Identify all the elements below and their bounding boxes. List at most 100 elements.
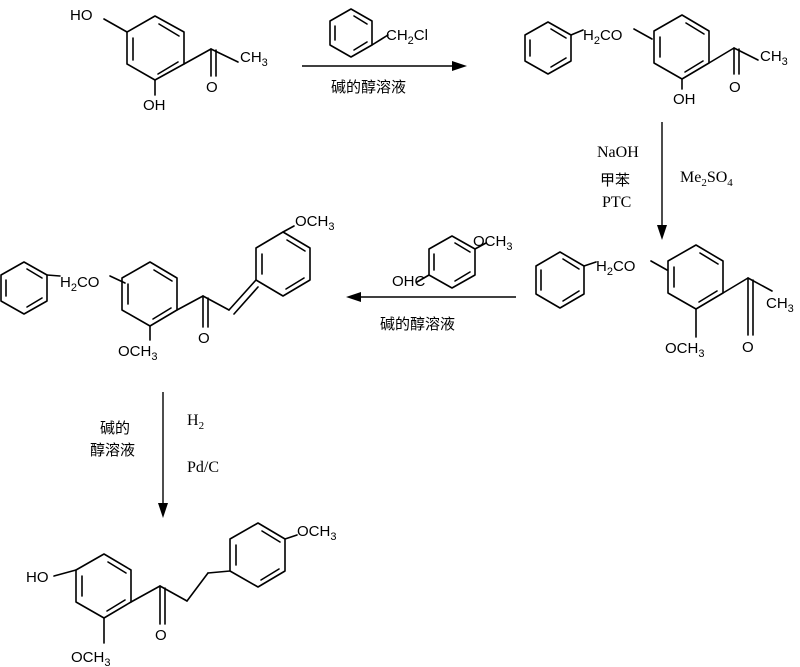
aldehyde-label: OHC: [392, 273, 426, 290]
methyl-text: CH: [766, 295, 788, 312]
bond-to-ch2: [583, 261, 597, 267]
step4-gas-subscript: 2: [199, 420, 205, 432]
hydroxyl-label: HO: [70, 7, 93, 24]
methoxy-label: OCH3: [473, 233, 512, 253]
ring-double-bond: [353, 41, 368, 51]
methoxy-label: OCH3: [71, 649, 110, 667]
benzyl-ring: [524, 21, 572, 75]
ring-double-bond: [26, 297, 43, 308]
h2co-text: H: [60, 274, 71, 291]
bond-to-carbonyl: [183, 48, 212, 65]
ring-double-bond: [261, 530, 281, 543]
hydroxyl-label: OH: [143, 97, 166, 114]
bond-to-ring: [650, 260, 668, 271]
benzyl-ring: [535, 251, 585, 309]
carbonyl-oxygen-label: O: [198, 330, 210, 347]
h2co-text: H: [596, 258, 607, 275]
step2-reagent-subscript: 2: [701, 177, 707, 189]
ring-double-bond: [698, 290, 718, 303]
alkyl-bond: [186, 572, 209, 602]
ring-double-bond: [699, 252, 719, 265]
vinyl-bond: [202, 295, 230, 311]
methoxy-subscript: 3: [104, 657, 110, 667]
vinyl-double-bond-inner: [233, 286, 259, 315]
step2-reagent-text: SO: [707, 169, 727, 186]
methoxy-text: OCH: [473, 233, 506, 250]
arrow-head: [346, 292, 361, 302]
chalcone-a-ring: [121, 261, 178, 327]
ring-double-bond: [153, 269, 173, 282]
ring-double-bond: [285, 277, 305, 290]
h2co-text: CO: [613, 258, 636, 275]
arrow-head: [452, 61, 467, 71]
methyl-label: CH3: [240, 49, 268, 69]
methoxy-text: OCH: [297, 523, 330, 540]
methoxy-label: OCH3: [297, 523, 336, 543]
ring-double-bond: [157, 61, 179, 75]
ring-double-bond: [684, 60, 704, 73]
h2co-subscript: 2: [594, 35, 600, 47]
arrow-head: [158, 503, 168, 518]
benzyl-ether-structure: [524, 14, 759, 90]
anisaldehyde-structure: [416, 235, 487, 289]
step2-reagent-subscript: 4: [727, 177, 733, 189]
methoxy-subscript: 3: [151, 351, 157, 363]
bond-to-och3: [282, 225, 295, 233]
bond-to-och3: [474, 242, 487, 250]
h2co-text: CO: [600, 27, 623, 44]
bond-to-methyl: [210, 48, 239, 63]
bond-to-methyl: [747, 277, 773, 292]
ring-double-bond: [107, 561, 127, 574]
bond-to-ch2cl: [371, 34, 389, 46]
alkyl-bond: [159, 585, 188, 602]
ring-double-bond: [685, 22, 705, 35]
resacetophenone-structure: [103, 15, 239, 96]
methyl-text: CH: [240, 49, 262, 66]
ring-double-bond: [26, 268, 43, 279]
methoxy-label: OCH3: [295, 213, 334, 233]
bond-to-ring: [633, 28, 653, 40]
bond-to-carbonyl: [708, 47, 735, 64]
h2co-text: H: [583, 27, 594, 44]
dihydrochalcone-structure: [53, 522, 298, 644]
h2co-label: H2CO: [596, 258, 635, 278]
bond-to-ch2: [570, 29, 584, 36]
step4-gas-text: H: [187, 412, 199, 429]
chalcone-b-ring: [255, 231, 311, 297]
ch2cl-label: CH2Cl: [386, 27, 428, 47]
methoxy-subscript: 3: [506, 241, 512, 253]
carbonyl-oxygen-label: O: [206, 79, 218, 96]
hydroxyl-label: HO: [26, 569, 49, 586]
step2-reagent-text: Me: [680, 169, 701, 186]
alkyl-bond: [207, 570, 231, 574]
bond-to-cho: [416, 274, 430, 283]
step1-solvent: 碱的醇溶液: [331, 78, 406, 96]
dihydrochalcone-b-ring: [229, 522, 286, 588]
h2co-label: H2CO: [60, 274, 99, 294]
ring-double-bond: [106, 599, 126, 612]
bond-to-methyl: [733, 47, 759, 61]
methyl-ether-structure: [535, 244, 773, 338]
benzyl-ring: [0, 261, 48, 315]
ring-double-bond: [152, 307, 172, 320]
bond-to-carbonyl: [176, 295, 204, 311]
h2co-text: CO: [77, 274, 100, 291]
resacetophenone-ring: [126, 15, 185, 81]
step4-solvent-line1: 碱的: [100, 419, 130, 437]
ring-double-bond: [260, 568, 280, 581]
chalcone-structure: [0, 225, 311, 341]
methyl-subscript: 3: [262, 57, 268, 69]
benzyl-chloride-structure: [329, 8, 389, 58]
step2-solvent: 甲苯: [600, 171, 630, 189]
methoxy-subscript: 3: [328, 221, 334, 233]
ring-double-bond: [550, 28, 567, 39]
methoxy-text: OCH: [295, 213, 328, 230]
ring-double-bond: [562, 290, 580, 302]
acetophenone-ring: [653, 14, 710, 80]
bond-to-oh: [103, 18, 128, 33]
dihydrochalcone-a-ring: [75, 553, 132, 619]
methyl-text: CH: [760, 48, 782, 65]
ring-double-bond: [158, 23, 180, 37]
benzyl-chloride-ring: [329, 8, 373, 58]
